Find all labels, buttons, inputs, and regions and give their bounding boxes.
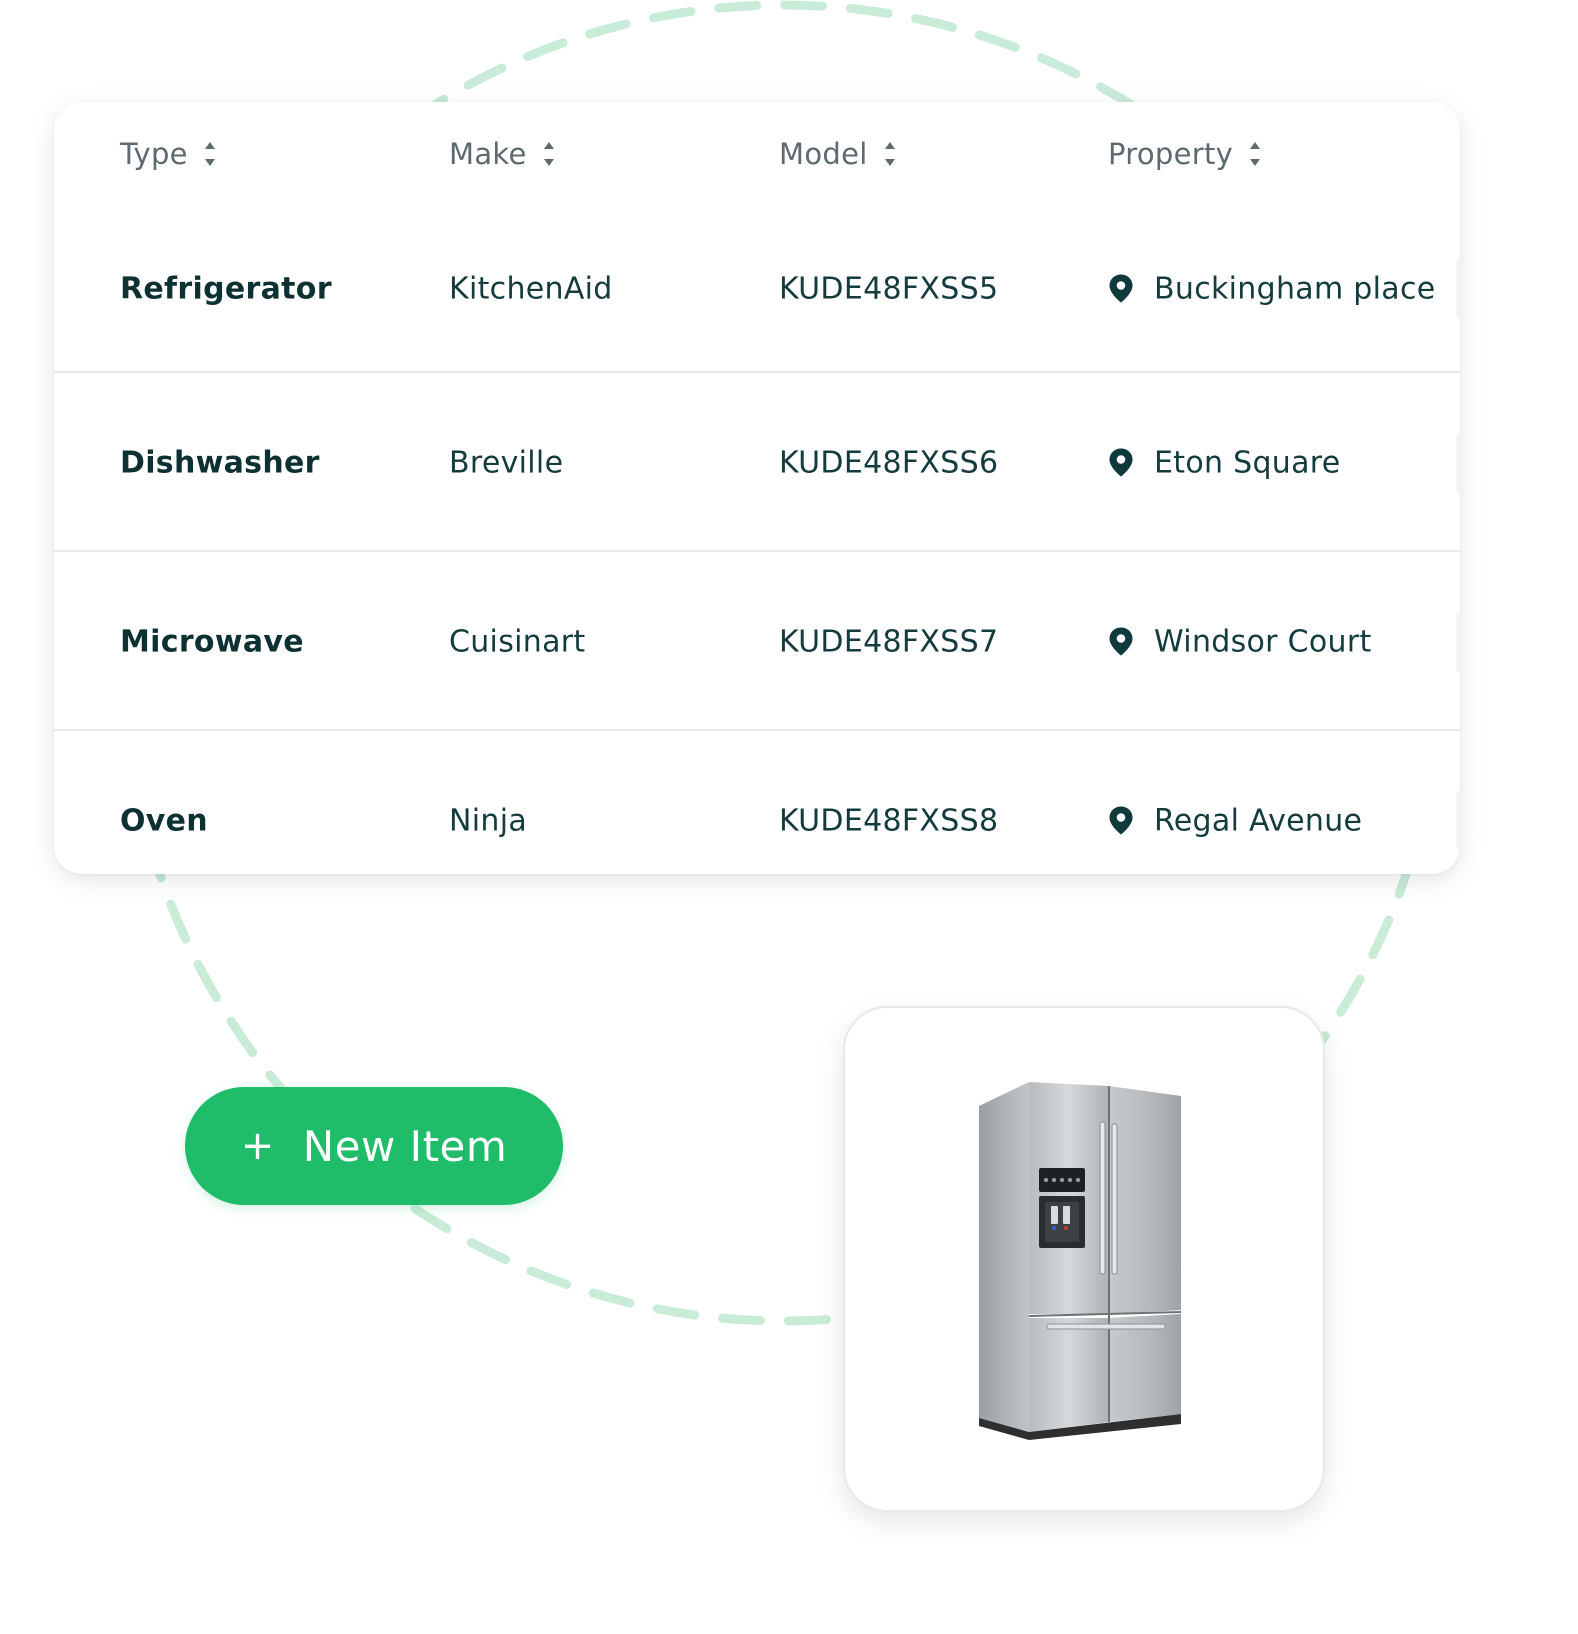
refrigerator-image — [979, 1082, 1182, 1440]
sort-icon[interactable] — [543, 141, 555, 167]
location-pin-icon — [1109, 274, 1133, 303]
sort-icon[interactable] — [884, 141, 896, 167]
sort-icon[interactable] — [204, 141, 216, 167]
make-cell: KitchenAid — [449, 271, 613, 306]
property-cell: Windsor Court — [1108, 624, 1372, 659]
location-pin-icon — [1109, 448, 1133, 477]
type-cell: Dishwasher — [120, 445, 320, 480]
column-header-make[interactable]: Make — [449, 137, 555, 171]
column-header-label: Type — [120, 137, 188, 171]
model-cell: KUDE48FXSS5 — [779, 271, 999, 306]
table-row[interactable]: Oven Ninja KUDE48FXSS8 Regal Avenue — [54, 729, 1460, 874]
model-cell: KUDE48FXSS7 — [779, 624, 999, 659]
row-action-handle[interactable] — [1456, 789, 1460, 852]
location-pin-icon — [1109, 627, 1133, 656]
property-label: Windsor Court — [1154, 624, 1372, 659]
model-cell: KUDE48FXSS6 — [779, 445, 999, 480]
row-action-handle[interactable] — [1456, 257, 1460, 320]
make-cell: Breville — [449, 445, 564, 480]
type-cell: Oven — [120, 803, 208, 838]
row-action-handle[interactable] — [1456, 431, 1460, 494]
column-header-property[interactable]: Property — [1108, 137, 1261, 171]
property-label: Buckingham place — [1154, 271, 1436, 306]
table-row[interactable]: Refrigerator KitchenAid KUDE48FXSS5 Buck… — [54, 206, 1460, 371]
sort-icon[interactable] — [1249, 141, 1261, 167]
model-cell: KUDE48FXSS8 — [779, 803, 999, 838]
table-header-row: Type Make Model Property — [54, 102, 1460, 206]
plus-icon: + — [240, 1123, 275, 1169]
property-label: Eton Square — [1154, 445, 1341, 480]
column-header-label: Make — [449, 137, 527, 171]
column-header-label: Property — [1108, 137, 1234, 171]
product-image-card[interactable] — [843, 1006, 1325, 1512]
column-header-model[interactable]: Model — [779, 137, 896, 171]
property-label: Regal Avenue — [1154, 803, 1363, 838]
new-item-button[interactable]: + New Item — [185, 1087, 563, 1205]
type-cell: Microwave — [120, 624, 304, 659]
column-header-label: Model — [779, 137, 868, 171]
location-pin-icon — [1109, 806, 1133, 835]
property-cell: Eton Square — [1108, 445, 1341, 480]
table-row[interactable]: Microwave Cuisinart KUDE48FXSS7 Windsor … — [54, 550, 1460, 731]
type-cell: Refrigerator — [120, 271, 332, 306]
table-row[interactable]: Dishwasher Breville KUDE48FXSS6 Eton Squ… — [54, 371, 1460, 552]
make-cell: Cuisinart — [449, 624, 586, 659]
property-cell: Buckingham place — [1108, 271, 1436, 306]
column-header-type[interactable]: Type — [120, 137, 216, 171]
row-action-handle[interactable] — [1456, 610, 1460, 673]
make-cell: Ninja — [449, 803, 528, 838]
property-cell: Regal Avenue — [1108, 803, 1362, 838]
new-item-label: New Item — [302, 1121, 508, 1171]
appliance-table: Type Make Model Property Refrigerator Ki… — [54, 102, 1460, 874]
